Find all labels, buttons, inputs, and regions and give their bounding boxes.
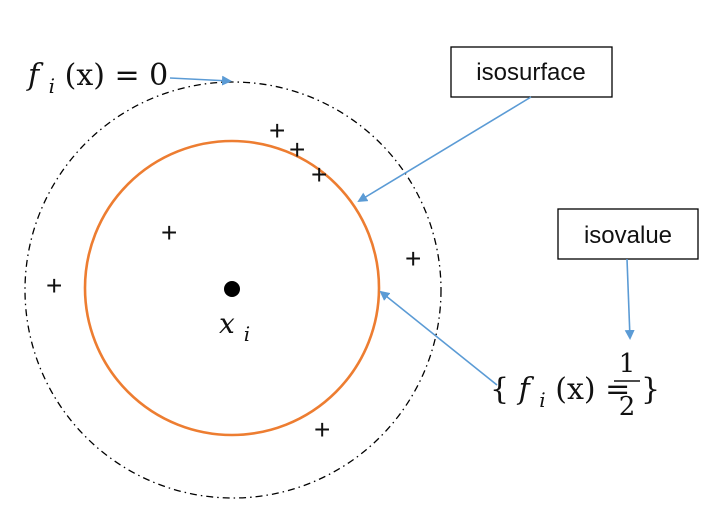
isovalue-box — [557, 208, 699, 260]
plus-marker: + — [289, 134, 305, 165]
zero-level-func: f — [26, 58, 44, 93]
zero-level-label: f i (x) = 0 — [26, 58, 168, 101]
isosurface-label: isosurface — [476, 59, 585, 86]
half-level-arrow — [379, 290, 498, 386]
isosurface-arrow — [357, 96, 532, 203]
plus-marker: + — [46, 270, 62, 301]
half-level-close: } — [641, 372, 660, 407]
zero-level-arrow — [169, 75, 232, 86]
plus-marker: + — [161, 217, 177, 248]
half-level-sub: i — [539, 388, 545, 412]
half-level-open: { — [490, 372, 509, 407]
plus-marker: + — [314, 414, 330, 445]
half-level-numerator: 1 — [619, 349, 636, 379]
plus-marker: + — [269, 115, 285, 146]
zero-level-rest: (x) = 0 — [65, 58, 169, 93]
plus-marker: + — [405, 243, 421, 274]
half-level-func: f — [517, 372, 535, 407]
isovalue-arrow — [624, 258, 635, 340]
center-label: x i — [219, 307, 250, 346]
isovalue-label: isovalue — [584, 222, 672, 249]
half-level-rest: (x) = — [555, 372, 630, 407]
plus-marker: + — [311, 159, 327, 190]
half-level-expression: { f i (x) = — [490, 372, 630, 415]
isosurface-box — [450, 46, 613, 98]
half-level-label: { f i (x) = 1 2 } — [490, 349, 660, 422]
zero-level-circle — [24, 81, 442, 499]
zero-level-sub: i — [49, 74, 55, 98]
half-level-denominator: 2 — [619, 392, 636, 422]
plus-markers: + + + + + + + — [46, 115, 421, 445]
center-label-sub: i — [244, 322, 250, 346]
isosurface-circle — [83, 139, 381, 437]
center-point — [224, 281, 240, 297]
isovalue-callout: isovalue — [557, 208, 699, 260]
center-label-var: x — [219, 307, 235, 340]
isosurface-callout: isosurface — [450, 46, 613, 98]
